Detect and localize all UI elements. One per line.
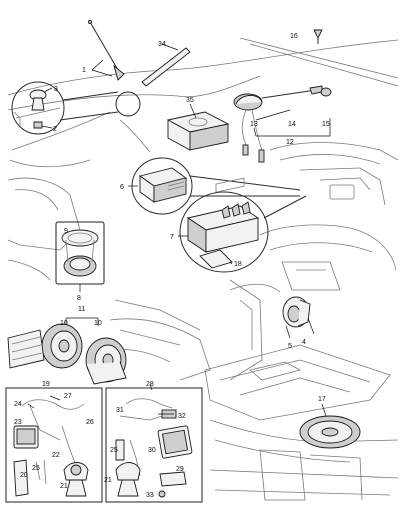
part-tweeter — [282, 296, 315, 339]
callout-3: 3 — [54, 86, 58, 93]
callout-2: 2 — [53, 126, 57, 133]
callout-25a: 25 — [32, 465, 40, 472]
callout-4: 4 — [302, 339, 306, 346]
callout-19: 19 — [42, 381, 50, 388]
callout-20: 20 — [20, 472, 28, 479]
callout-33: 33 — [146, 492, 154, 499]
callout-labels: 1 2 3 4 5 6 7 8 9 10 10 11 12 13 14 15 1… — [14, 33, 330, 499]
callout-13: 13 — [250, 121, 258, 128]
callout-18: 18 — [234, 261, 242, 268]
callout-31: 31 — [116, 407, 124, 414]
callout-24: 24 — [14, 401, 22, 408]
part-tuner-box — [166, 103, 230, 151]
part-rear-speaker — [299, 403, 361, 449]
kit-box-left — [5, 387, 103, 503]
part-small-clip — [313, 29, 323, 44]
callout-7: 7 — [170, 234, 174, 241]
callout-16: 16 — [290, 33, 298, 40]
callout-12: 12 — [286, 139, 294, 146]
callout-25b: 25 — [110, 447, 118, 454]
callout-28: 28 — [146, 381, 154, 388]
callout-14: 14 — [288, 121, 296, 128]
callout-30: 30 — [148, 447, 156, 454]
callout-9: 9 — [64, 228, 68, 235]
callout-15: 15 — [322, 121, 330, 128]
callout-34: 34 — [158, 41, 166, 48]
callout-8: 8 — [77, 295, 81, 302]
callout-26: 26 — [86, 419, 94, 426]
callout-35: 35 — [186, 97, 194, 104]
callout-32: 32 — [178, 413, 186, 420]
part-radio-head-unit — [178, 177, 307, 273]
inset-antenna-base — [11, 81, 141, 135]
callout-10a: 10 — [60, 320, 68, 327]
part-antenna-mast — [88, 20, 125, 81]
callout-17: 17 — [318, 396, 326, 403]
callout-23: 23 — [14, 419, 22, 426]
part-amplifier — [128, 157, 301, 215]
part-rod — [141, 43, 191, 87]
callout-11: 11 — [78, 306, 85, 313]
callout-22: 22 — [52, 452, 60, 459]
part-door-speakers — [7, 317, 127, 385]
callout-6: 6 — [120, 184, 124, 191]
callout-27: 27 — [64, 393, 72, 400]
callout-5: 5 — [288, 343, 292, 350]
callout-21a: 21 — [60, 483, 68, 490]
callout-21b: 21 — [104, 477, 112, 484]
kit-box-right — [105, 383, 203, 503]
callout-1: 1 — [82, 67, 86, 74]
callout-29: 29 — [176, 466, 184, 473]
part-roof-antenna — [233, 85, 332, 163]
callout-10b: 10 — [94, 320, 102, 327]
part-speaker-assembly — [55, 221, 105, 292]
